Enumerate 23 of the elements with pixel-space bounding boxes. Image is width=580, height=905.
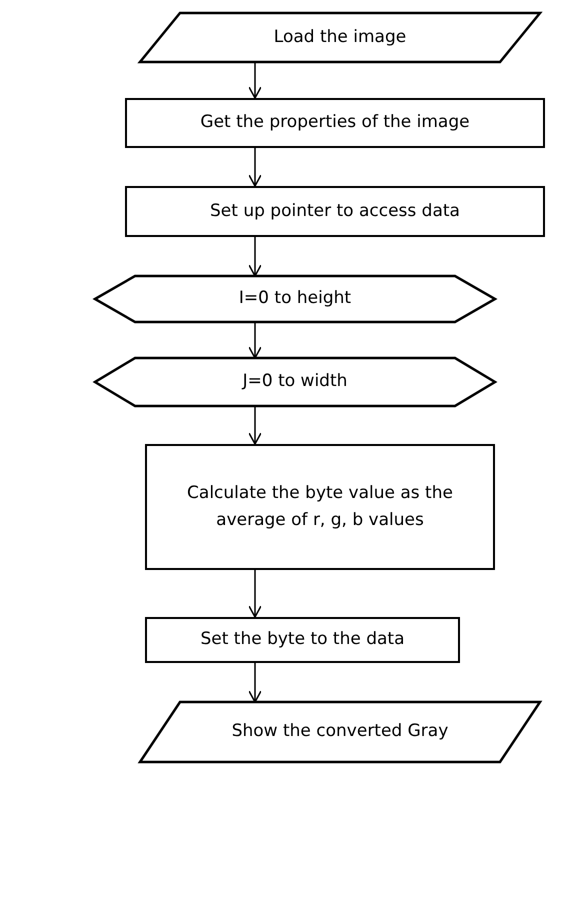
node-label: Show the converted Gray: [232, 720, 448, 744]
arrow: [248, 570, 262, 618]
node-label: Load the image: [274, 26, 406, 49]
process-box: [145, 444, 495, 570]
process-box: [125, 186, 545, 237]
node-label: I=0 to height: [238, 287, 352, 310]
loop-hexagon: [95, 276, 495, 322]
arrow: [248, 237, 262, 277]
node-label: Calculate the byte value as the average of r, g, b values: [186, 482, 454, 532]
arrow: [248, 663, 262, 703]
arrow: [248, 406, 262, 445]
input-output-parallelogram: [140, 13, 540, 62]
node-label: Set the byte to the data: [200, 628, 405, 652]
node-label: J=0 to width: [242, 370, 348, 394]
process-box: [125, 98, 545, 148]
node-label: Set up pointer to access data: [210, 200, 460, 223]
arrow: [248, 62, 262, 99]
arrow: [248, 322, 262, 359]
arrow: [248, 148, 262, 187]
process-box: [145, 617, 460, 663]
loop-hexagon: [95, 358, 495, 406]
input-output-parallelogram: [140, 702, 540, 762]
node-label: Get the properties of the image: [200, 111, 470, 134]
